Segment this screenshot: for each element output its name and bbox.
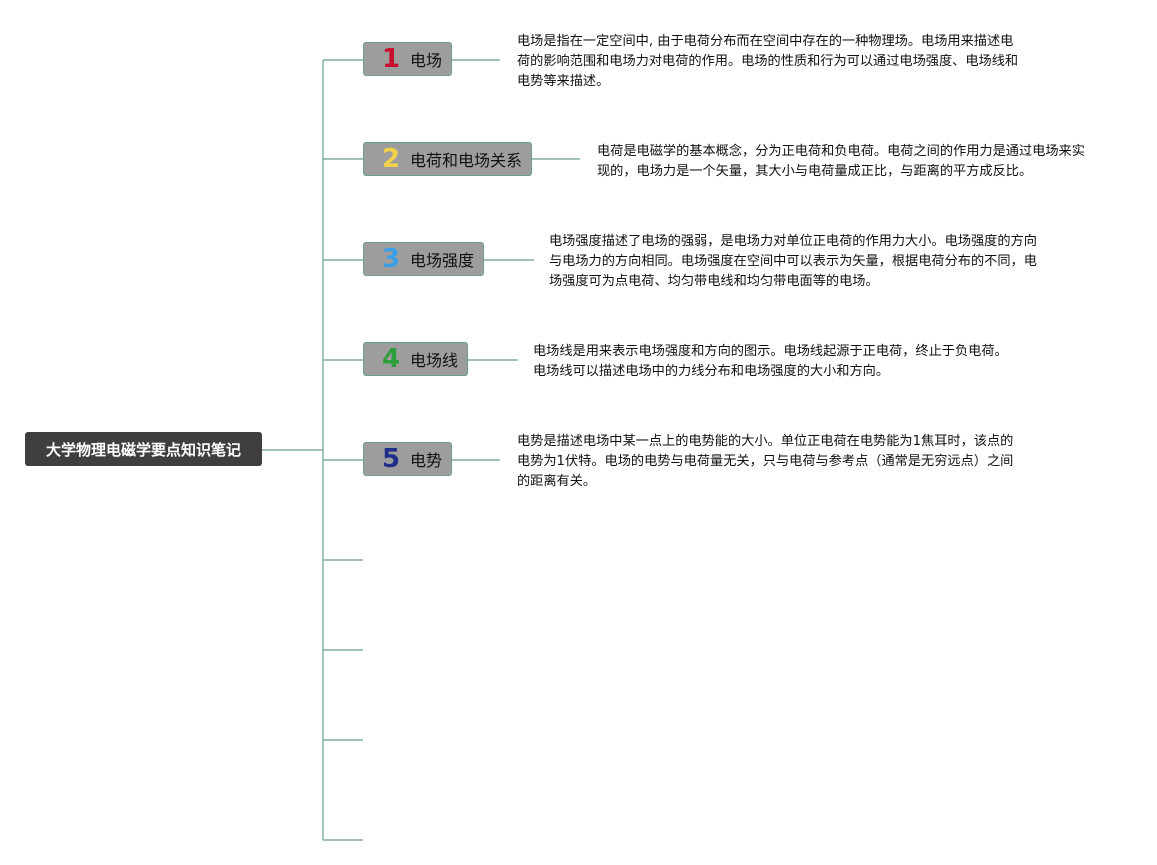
topic-2-node[interactable]: 2 电荷和电场关系 xyxy=(363,142,532,176)
topic-5-node[interactable]: 5 电势 xyxy=(363,442,452,476)
topic-4-number: 4 xyxy=(382,344,401,374)
topic-4-node[interactable]: 4 电场线 xyxy=(363,342,468,376)
root-topic-label: 大学物理电磁学要点知识笔记 xyxy=(45,440,241,459)
topic-2-description: 电荷是电磁学的基本概念，分为正电荷和负电荷。电荷之间的作用力是通过电场来实现的，… xyxy=(597,144,1085,179)
root-topic[interactable]: 大学物理电磁学要点知识笔记 xyxy=(25,432,262,466)
topic-1-description: 电场是指在一定空间中, 由于电荷分布而在空间中存在的一种物理场。电场用来描述电荷… xyxy=(517,34,1019,89)
topic-2-number: 2 xyxy=(382,144,401,174)
topic-1-label: 电场 xyxy=(410,51,443,70)
topic-1-number: 1 xyxy=(382,44,401,74)
topic-5-description: 电势是描述电场中某一点上的电势能的大小。单位正电荷在电势能为1焦耳时，该点的电势… xyxy=(517,434,1014,489)
topic-3-label: 电场强度 xyxy=(410,251,475,270)
topic-4-label: 电场线 xyxy=(410,351,459,370)
topic-3-description: 电场强度描述了电场的强弱，是电场力对单位正电荷的作用力大小。电场强度的方向与电场… xyxy=(549,234,1037,289)
topic-2-label: 电荷和电场关系 xyxy=(410,151,523,170)
topic-5-label: 电势 xyxy=(410,451,443,470)
topic-5-number: 5 xyxy=(382,444,401,474)
topic-4-description: 电场线是用来表示电场强度和方向的图示。电场线起源于正电荷，终止于负电荷。电场线可… xyxy=(533,344,1008,379)
topic-1-node[interactable]: 1 电场 xyxy=(363,42,452,76)
topic-3-number: 3 xyxy=(382,244,401,274)
topic-3-node[interactable]: 3 电场强度 xyxy=(363,242,484,276)
